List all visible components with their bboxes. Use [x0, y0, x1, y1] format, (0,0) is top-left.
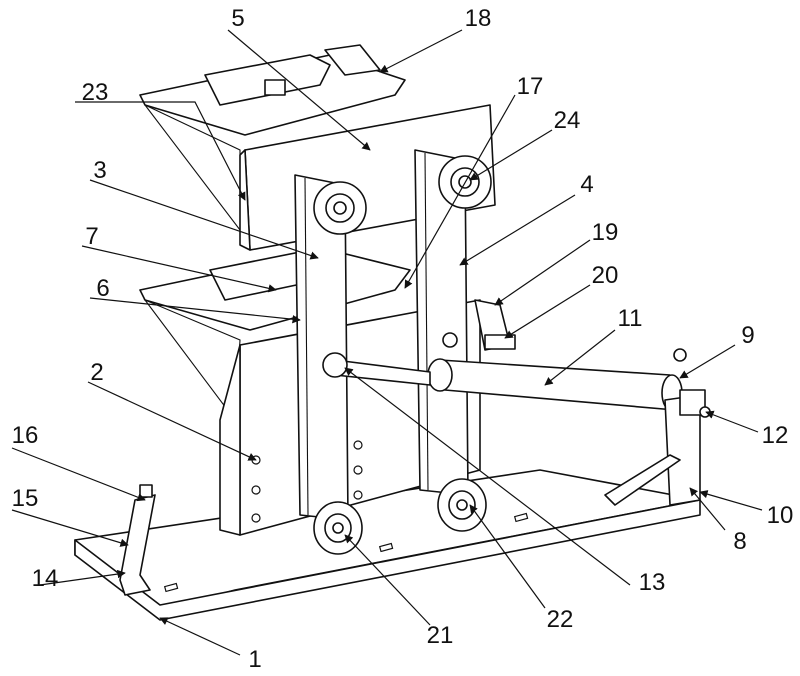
- callout-9: 9: [741, 322, 754, 349]
- callout-19: 19: [592, 219, 619, 246]
- callout-8: 8: [733, 528, 746, 555]
- callout-24: 24: [554, 107, 581, 134]
- callout-11: 11: [618, 305, 643, 332]
- callout-18: 18: [465, 5, 492, 32]
- callout-3: 3: [93, 157, 106, 184]
- callout-16: 16: [12, 422, 39, 449]
- callout-23: 23: [82, 79, 109, 106]
- callout-13: 13: [639, 569, 666, 596]
- upper-bracket: [139, 44, 406, 232]
- callout-15: 15: [12, 485, 39, 512]
- callout-12: 12: [762, 422, 789, 449]
- callout-1: 1: [248, 646, 261, 673]
- callout-6: 6: [96, 275, 109, 302]
- rollers: [313, 155, 492, 555]
- callout-22: 22: [547, 606, 574, 633]
- callout-17: 17: [517, 73, 544, 100]
- callout-14: 14: [32, 565, 59, 592]
- callout-20: 20: [592, 262, 619, 289]
- base-plate: [74, 469, 701, 621]
- callout-5: 5: [231, 5, 244, 32]
- callout-7: 7: [85, 223, 98, 250]
- callout-labels: 5 18 23 17 24 3 4 19 7 20 6 11 9 2 12 16…: [12, 5, 794, 673]
- callout-21: 21: [427, 622, 454, 649]
- callout-2: 2: [90, 359, 103, 386]
- leader-lines: [11, 29, 763, 656]
- callout-10: 10: [767, 502, 794, 529]
- callout-4: 4: [580, 171, 593, 198]
- left-post: [294, 174, 349, 521]
